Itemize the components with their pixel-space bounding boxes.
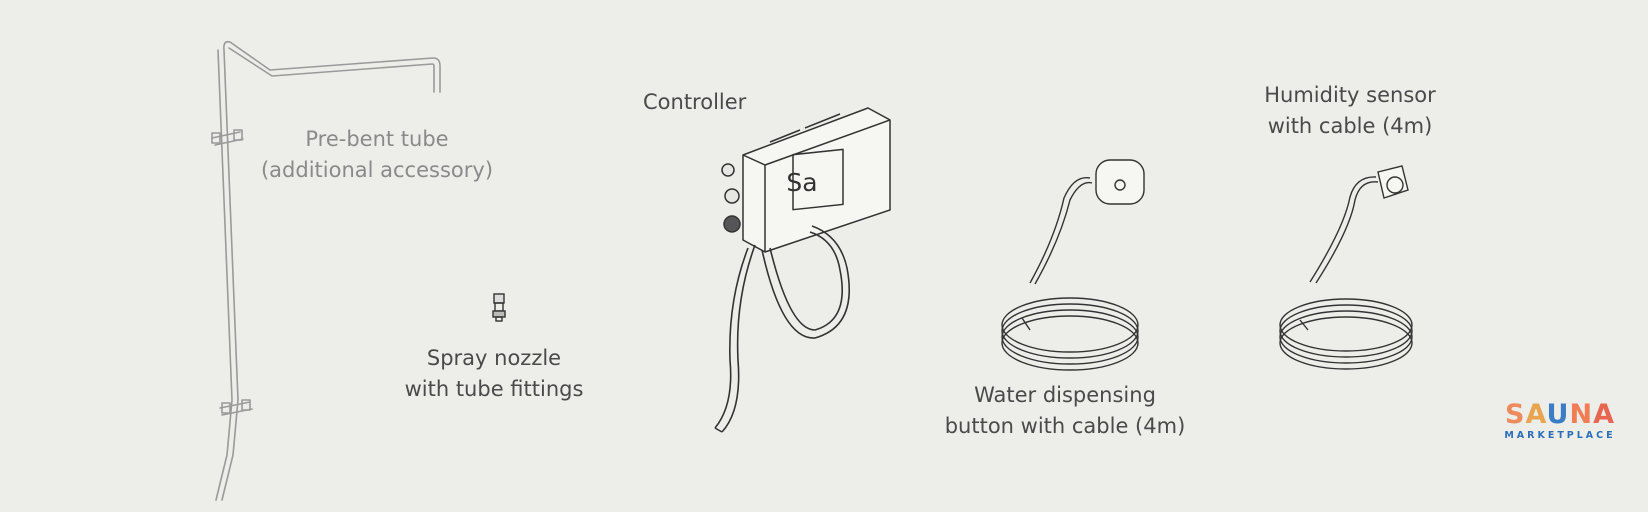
controller-label: Controller [643,87,746,118]
controller-badge-text: Sa [786,168,817,197]
pre-bent-tube-illustration [211,40,441,501]
logo-letter: A [1525,399,1547,430]
button-label-line2: button with cable (4m) [944,414,1186,438]
nozzle-label-line2: with tube fittings [404,377,584,401]
logo-letter: S [1505,399,1526,430]
logo-letter: A [1593,399,1615,430]
logo-wordmark: SAUNA [1490,400,1630,430]
tube-label: Pre-bent tube (additional accessory) [252,124,502,186]
nozzle-label-line1: Spray nozzle [426,346,562,370]
humidity-sensor-illustration [1279,165,1413,370]
tube-label-line1: Pre-bent tube [305,127,449,151]
logo-letter: U [1546,399,1570,430]
water-button-illustration [1001,159,1145,371]
nozzle-label: Spray nozzle with tube fittings [394,343,594,405]
logo-letter: N [1569,399,1594,430]
button-label-line1: Water dispensing [974,383,1156,407]
sensor-label-line1: Humidity sensor [1264,83,1436,107]
sauna-marketplace-logo: SAUNA MARKETPLACE [1490,400,1630,442]
logo-subtitle: MARKETPLACE [1504,430,1616,441]
controller-illustration [714,107,891,433]
sensor-label-line2: with cable (4m) [1267,114,1433,138]
button-label: Water dispensing button with cable (4m) [940,380,1190,442]
sensor-label: Humidity sensor with cable (4m) [1240,80,1460,142]
tube-label-line2: (additional accessory) [260,158,494,182]
controller-label-line1: Controller [643,90,747,114]
spray-nozzle-illustration [492,293,506,322]
